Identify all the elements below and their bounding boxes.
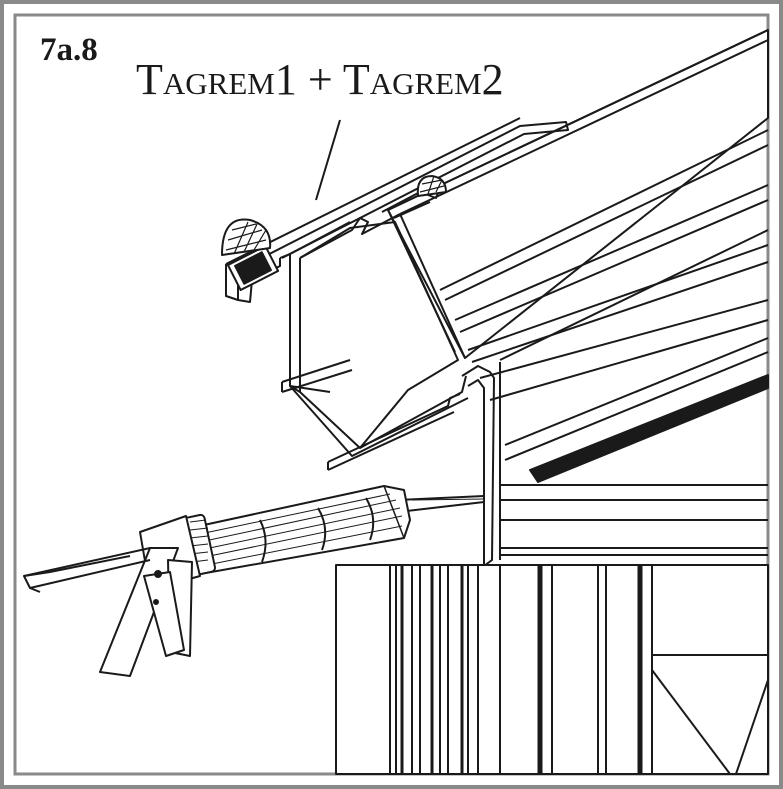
caulking-gun [23,485,485,677]
gasket-dome-right [416,175,447,197]
figure-title: Tagrem1 + Tagrem2 [136,55,504,104]
gasket-dome-left [221,218,272,256]
roof-glazing-bars [387,29,769,483]
wall-panel [335,564,769,775]
wall-plate [461,229,769,567]
step-number: 7a.8 [40,32,98,68]
horizontal-beams [500,484,768,556]
leader-line [315,119,341,201]
tagrem-cap-profile [225,117,569,471]
